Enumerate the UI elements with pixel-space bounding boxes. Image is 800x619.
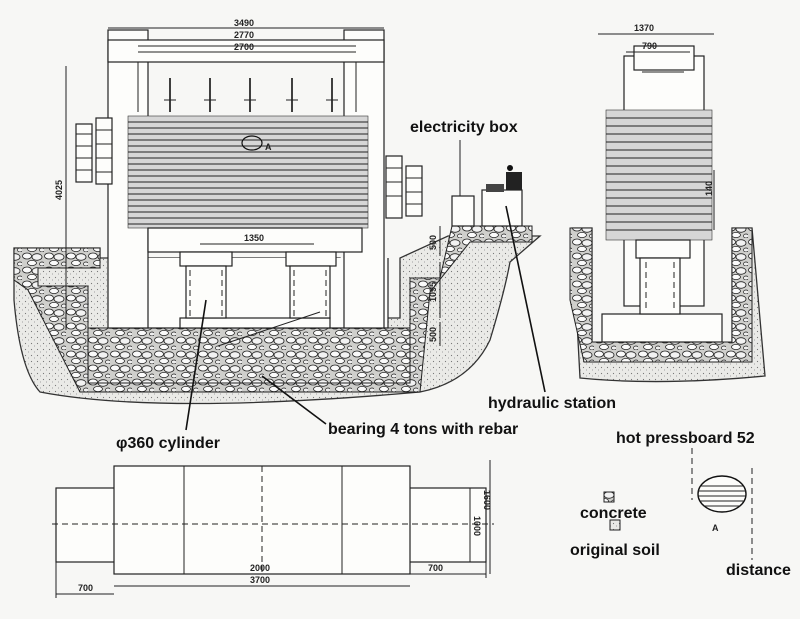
front-hot-plates (127, 115, 369, 229)
side-elevation: 1370 790 140 (569, 23, 766, 383)
dim-790: 790 (642, 41, 657, 51)
front-pit-base (179, 317, 331, 329)
bearing-leader (261, 375, 327, 425)
label-bearing: bearing 4 tons with rebar (328, 421, 518, 438)
marker-a-ellipse (241, 135, 263, 151)
dim-4025: 4025 (54, 180, 64, 200)
cylinder-leader (185, 299, 207, 431)
dim-1370: 1370 (634, 23, 654, 33)
legend (603, 491, 621, 531)
dim-700-right: 700 (428, 563, 443, 573)
hydraulic-line (217, 311, 321, 347)
front-concrete (13, 225, 533, 393)
dim-140: 140 (704, 181, 714, 196)
dim-500-bottom: 500 (428, 327, 438, 342)
dim-1350: 1350 (244, 233, 264, 243)
plan-view: 2000 3700 700 700 1000 1600 (52, 460, 494, 598)
front-cylinder-right (285, 251, 337, 319)
label-electricity-box: electricity box (410, 119, 518, 136)
label-cylinder: φ360 cylinder (116, 435, 220, 452)
dim-2000: 2000 (250, 563, 270, 573)
electricity-box (451, 195, 475, 227)
marker-a-detail: A (712, 523, 719, 533)
dim-700-left: 700 (78, 583, 93, 593)
label-hydraulic-station: hydraulic station (488, 395, 616, 412)
front-lower-platen (147, 227, 363, 253)
side-pit-base (601, 313, 723, 343)
label-concrete: concrete (580, 505, 647, 522)
dim-1095: 1095 (428, 282, 438, 302)
front-elevation: A (13, 18, 546, 405)
legend-concrete-swatch (603, 491, 615, 503)
hydraulic-leader (505, 205, 546, 393)
label-distance: distance (726, 562, 791, 579)
dim-1600: 1600 (482, 490, 492, 510)
detail-a-ellipse (697, 475, 747, 513)
side-plates (605, 109, 713, 241)
dim-2770: 2770 (234, 30, 254, 40)
front-pit-floor (87, 327, 411, 384)
hydraulic-station (481, 165, 523, 227)
front-upper-rods (164, 78, 338, 112)
label-original-soil: original soil (570, 542, 660, 559)
dim-2700: 2700 (234, 42, 254, 52)
dim-3700: 3700 (250, 575, 270, 585)
front-left-racks (75, 117, 113, 185)
plan-dimension-lines (55, 460, 491, 598)
side-concrete (569, 227, 753, 363)
label-hot-pressboard: hot pressboard 52 (616, 430, 755, 447)
marker-a-front: A (265, 142, 272, 152)
detail-a (691, 448, 753, 560)
side-cylinder (639, 257, 681, 315)
dim-500-top: 500 (428, 235, 438, 250)
front-cylinder-left (179, 251, 233, 319)
legend-soil-swatch (609, 519, 621, 531)
dim-1000: 1000 (472, 516, 482, 536)
front-dimension-lines (65, 27, 441, 346)
front-right-racks (385, 155, 423, 219)
dim-3490: 3490 (234, 18, 254, 28)
